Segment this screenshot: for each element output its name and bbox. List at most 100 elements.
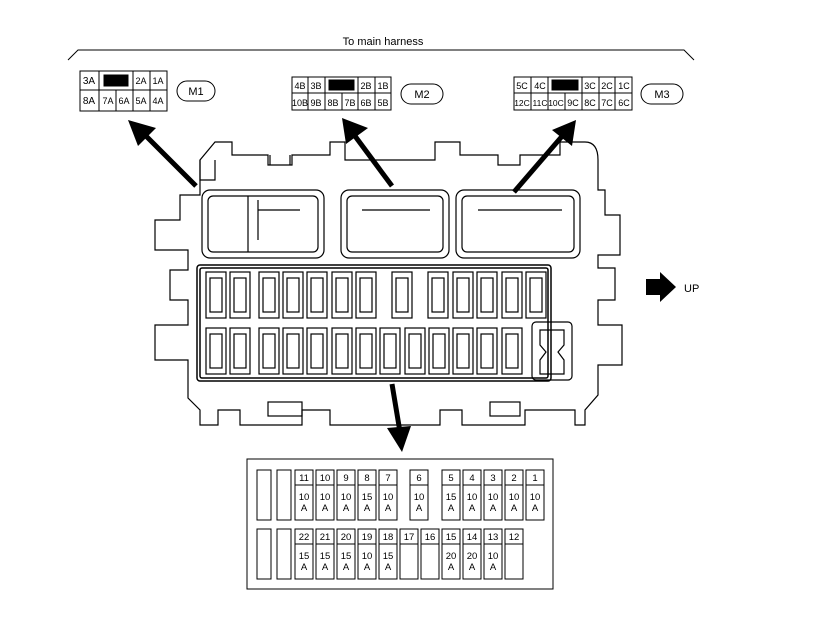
fuse-cell-1-number-box	[525, 469, 545, 486]
fuse-cell-8: 8 15A	[357, 469, 377, 521]
fuse-cell-11-number-box	[294, 469, 314, 486]
connector-m1	[79, 70, 168, 112]
fuse-slot-bottom-10-blade	[456, 333, 470, 369]
fuse-cell-22: 22 15A	[294, 528, 314, 580]
fuse-cell-2-number: 2	[511, 473, 516, 484]
m1-label-badge	[176, 80, 216, 102]
fuse-cell-14-unit: A	[469, 562, 476, 573]
m2-pin-9b: 9B	[310, 98, 321, 108]
fuse-slot-top-6-blade	[359, 277, 373, 313]
m3-pin-11c: 11C	[533, 98, 548, 108]
fuse-table-blank-2	[276, 469, 292, 521]
fuse-cell-17-number: 17	[404, 532, 415, 543]
fuse-slot-top-10-blade	[480, 277, 494, 313]
fuse-cell-3: 3 10A	[483, 469, 503, 521]
fuse-cell-8-amperage: 15	[362, 492, 373, 503]
fuse-slot-bottom-8-blade	[408, 333, 422, 369]
fuse-cell-14: 14 20A	[462, 528, 482, 580]
fuse-slot-bottom-4-blade	[310, 333, 324, 369]
fuse-cell-9-unit: A	[343, 503, 350, 514]
fuse-cell-6-unit: A	[416, 503, 423, 514]
fuse-slot-top-3-blade	[286, 277, 300, 313]
fuse-cell-13-amperage: 10	[488, 551, 499, 562]
fuse-cell-13-number: 13	[488, 532, 499, 543]
fuse-cell-1-amperage: 10	[530, 492, 541, 503]
fuse-cell-7-amperage: 10	[383, 492, 394, 503]
m1-pin-8a: 8A	[83, 96, 96, 107]
fuse-cell-20-number-box	[336, 528, 356, 545]
fuse-slot-top-0-blade	[209, 277, 223, 313]
fuse-cell-10-amperage: 10	[320, 492, 331, 503]
m3-label-badge	[640, 83, 684, 105]
fuse-slot-top-8-blade	[431, 277, 445, 313]
fuse-cell-9-amperage: 10	[341, 492, 352, 503]
m1-pin-1a: 1A	[152, 76, 163, 86]
fuse-slot-bottom-2-blade	[262, 333, 276, 369]
m3-pin-5c: 5C	[516, 81, 528, 91]
fuse-cell-19-unit: A	[364, 562, 371, 573]
arrow-to-m3	[512, 120, 576, 194]
m3-pin-1c: 1C	[618, 81, 630, 91]
fuse-slot-bottom-0-blade	[209, 333, 223, 369]
fuse-slot-bottom-3-blade	[286, 333, 300, 369]
fuse-cell-22-number: 22	[299, 532, 310, 543]
fuse-cell-5-amperage: 15	[446, 492, 457, 503]
fuse-slots	[205, 271, 547, 375]
fuse-cell-10-number-box	[315, 469, 335, 486]
fuse-cell-11-amperage: 10	[299, 492, 310, 503]
fuse-cell-7-number-box	[378, 469, 398, 486]
fuse-cell-1-unit: A	[532, 503, 539, 514]
fuse-cell-8-number: 8	[364, 473, 369, 484]
fuse-cell-2-unit: A	[511, 503, 518, 514]
m3-pin-12c: 12C	[514, 98, 530, 108]
fuse-cell-15-number: 15	[446, 532, 457, 543]
fuse-cell-8-unit: A	[364, 503, 371, 514]
fuse-cell-3-amperage: 10	[488, 492, 499, 503]
fuse-cell-4-number-box	[462, 469, 482, 486]
up-direction-arrow-icon	[646, 272, 676, 302]
m2-label-badge	[400, 83, 444, 105]
m3-label: M3	[654, 89, 669, 101]
m3-pin-9c: 9C	[567, 98, 579, 108]
connector-m3	[513, 76, 633, 111]
m1-pin-7a: 7A	[102, 96, 113, 106]
fuse-cell-12: 12	[504, 528, 524, 580]
fuse-cell-22-unit: A	[301, 562, 308, 573]
m1-pin-3a: 3A	[83, 76, 96, 87]
fuse-cell-11-number: 11	[299, 473, 309, 484]
fuse-cell-3-number: 3	[490, 473, 495, 484]
fuse-slot-bottom-12-blade	[505, 333, 519, 369]
fuse-block-housing	[154, 141, 623, 426]
m3-pin-3c: 3C	[584, 81, 596, 91]
m2-pin-2b: 2B	[360, 81, 371, 91]
fuse-cell-3-number-box	[483, 469, 503, 486]
fuse-table-blank-1	[256, 469, 272, 521]
m1-pin-6a: 6A	[118, 96, 129, 106]
fuse-cell-14-number: 14	[467, 532, 478, 543]
fuse-cell-4-unit: A	[469, 503, 476, 514]
fuse-cell-10-unit: A	[322, 503, 329, 514]
m1-pin-5a: 5A	[135, 96, 146, 106]
fuse-cell-22-number-box	[294, 528, 314, 545]
fuse-cell-22-amperage: 15	[299, 551, 310, 562]
fuse-cell-4-number: 4	[469, 473, 474, 484]
fuse-cell-14-amperage: 20	[467, 551, 478, 562]
fuse-cell-21-amperage: 15	[320, 551, 331, 562]
fuse-slot-bottom-1-blade	[233, 333, 247, 369]
fuse-cell-12-number-box	[504, 528, 524, 545]
arrow-to-m2	[342, 118, 395, 188]
fuse-slot-bottom-9-blade	[432, 333, 446, 369]
fuse-slot-top-5-blade	[335, 277, 349, 313]
arrow-to-fuse-table	[387, 383, 411, 452]
fuse-cell-13-unit: A	[490, 562, 497, 573]
m3-pin-4c: 4C	[534, 81, 546, 91]
fuse-cell-3-unit: A	[490, 503, 497, 514]
fuse-cell-5-number-box	[441, 469, 461, 486]
fuse-table-blank-3	[256, 528, 272, 580]
fuse-cell-16: 16	[420, 528, 440, 580]
